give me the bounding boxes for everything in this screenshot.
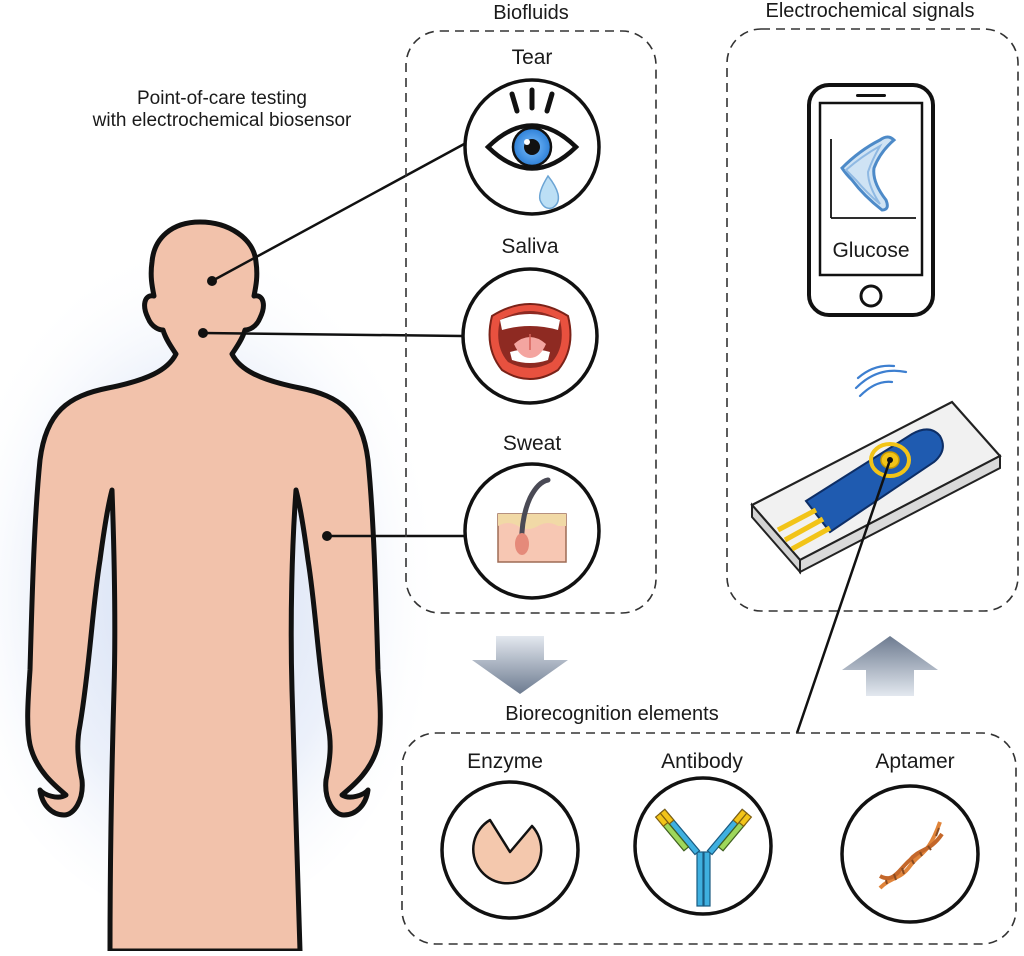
saliva-mouth-icon — [461, 267, 599, 405]
antibody-icon — [633, 776, 773, 916]
glucose-label: Glucose — [832, 239, 910, 262]
biorecognition-title: Biorecognition elements — [505, 703, 719, 725]
biorecognition-box — [401, 732, 1017, 945]
biofluids-box — [405, 30, 657, 614]
enzyme-label: Enzyme — [467, 750, 543, 773]
enzyme-icon — [440, 780, 580, 920]
arrow-down-icon — [472, 636, 568, 694]
arrow-up-icon — [842, 636, 938, 696]
tear-icon — [463, 78, 601, 216]
aptamer-label: Aptamer — [875, 750, 955, 773]
electrochemical-sensor-strip — [750, 400, 1002, 575]
signals-title: Electrochemical signals — [765, 0, 975, 22]
poc-title-line2: with electrochemical biosensor — [92, 110, 352, 131]
antibody-label: Antibody — [661, 750, 743, 773]
saliva-label: Saliva — [501, 235, 559, 258]
sensor-connector — [795, 459, 892, 734]
wireless-signal-icon — [854, 364, 908, 398]
sweat-label: Sweat — [502, 432, 562, 455]
biofluids-title: Biofluids — [493, 2, 569, 24]
aptamer-dna-icon — [840, 784, 980, 924]
poc-title: Point-of-care testing with electrochemic… — [93, 88, 352, 132]
tear-label: Tear — [511, 46, 553, 69]
poc-title-line1: Point-of-care testing — [136, 88, 308, 109]
sweat-skin-icon — [463, 462, 601, 600]
signals-box — [726, 28, 1019, 612]
tear-connector — [211, 141, 467, 283]
saliva-connector — [202, 331, 463, 338]
smartphone-icon — [807, 83, 935, 317]
